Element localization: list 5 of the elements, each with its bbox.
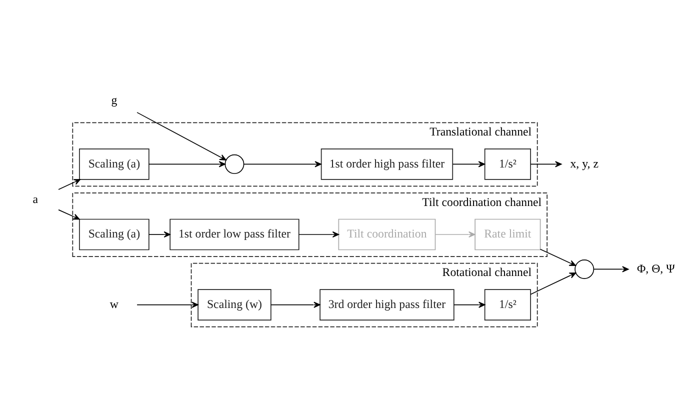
node-text: x, y, z: [570, 156, 598, 170]
node-text: a: [32, 191, 38, 206]
node-text: g: [111, 92, 118, 106]
node-text: w: [110, 296, 118, 310]
node-text: Φ, Θ, Ψ: [637, 260, 675, 275]
